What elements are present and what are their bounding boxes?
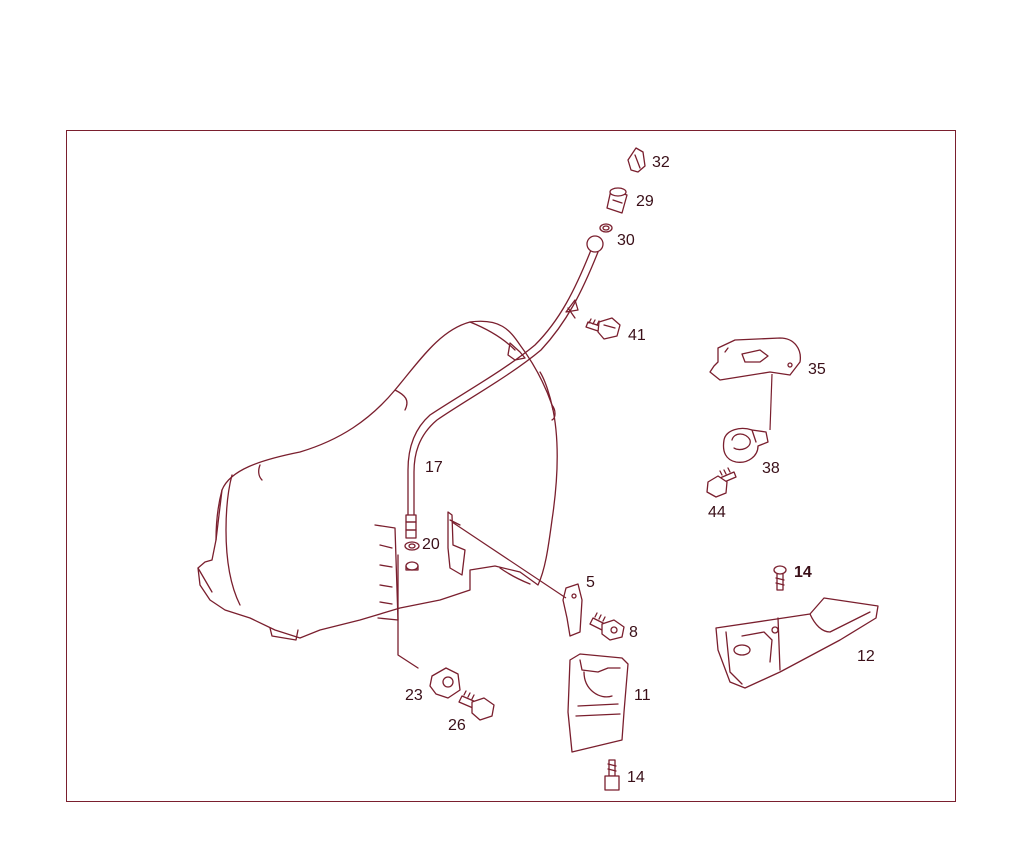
callout-35: 35 [808, 361, 826, 378]
heat-shield-12[interactable] [715, 597, 879, 689]
callout-44: 44 [708, 504, 726, 521]
bolt-41[interactable] [585, 317, 621, 340]
diagram-frame [66, 130, 956, 802]
screw-14-bottom[interactable] [604, 759, 620, 791]
dipstick-tube-17[interactable] [405, 249, 599, 539]
bolt-44[interactable] [706, 467, 737, 498]
callout-11: 11 [634, 687, 651, 704]
callout-14-bottom: 14 [627, 769, 645, 786]
callout-23: 23 [405, 687, 423, 704]
callout-5: 5 [586, 574, 595, 591]
callout-8: 8 [629, 624, 638, 641]
callout-26: 26 [448, 717, 466, 734]
callout-29: 29 [636, 193, 654, 210]
callout-20: 20 [422, 536, 440, 553]
heat-shield-11[interactable] [567, 653, 629, 753]
transmission-housing[interactable] [197, 320, 558, 641]
callout-41: 41 [628, 327, 646, 344]
seal-ring-30[interactable] [599, 223, 613, 233]
callout-12: 12 [857, 648, 875, 665]
bolt-8[interactable] [589, 612, 625, 641]
screw-14-top[interactable] [773, 565, 787, 591]
callout-30: 30 [617, 232, 635, 249]
clip-32[interactable] [627, 147, 646, 173]
callout-14-top: 14 [794, 564, 812, 581]
leader-5 [451, 521, 567, 599]
leader-35-38 [769, 373, 773, 431]
bolt-26[interactable] [458, 690, 495, 721]
bracket-5[interactable] [447, 511, 583, 637]
clamp-38[interactable] [722, 427, 769, 463]
seal-ring-20[interactable] [404, 541, 420, 551]
dipstick-cap[interactable] [586, 235, 604, 253]
plug[interactable] [405, 561, 419, 571]
cap-29[interactable] [606, 187, 628, 214]
callout-38: 38 [762, 460, 780, 477]
clamp-23[interactable] [397, 554, 461, 699]
callout-17: 17 [425, 459, 443, 476]
callout-32: 32 [652, 154, 670, 171]
bracket-35[interactable] [709, 337, 801, 381]
